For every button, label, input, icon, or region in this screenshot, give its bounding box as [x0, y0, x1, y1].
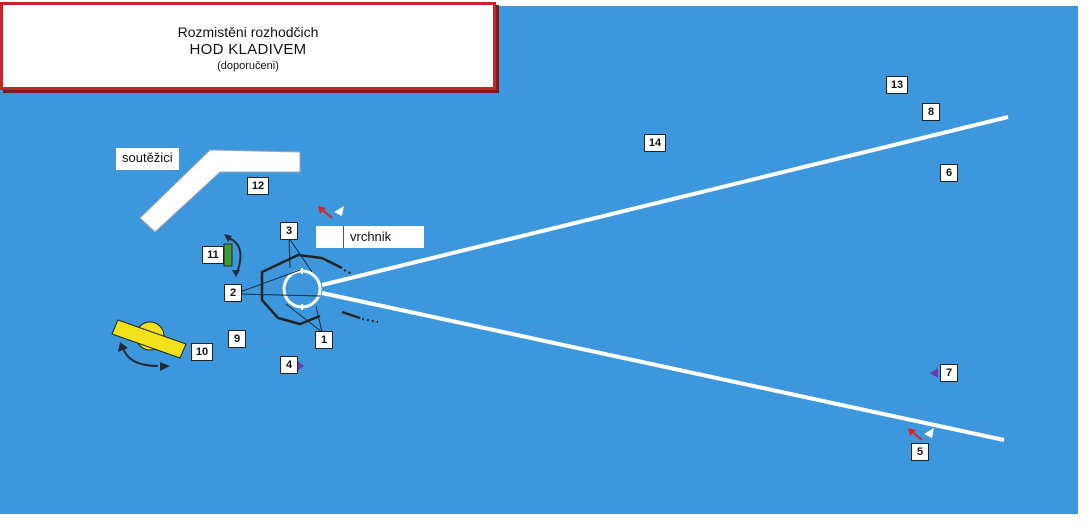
referee-flag-icon	[318, 206, 344, 219]
cage-extension-upper	[321, 256, 343, 270]
arrowhead-icon	[224, 234, 232, 242]
green-marker	[223, 243, 233, 267]
title-line-3: (doporučeni)	[217, 60, 279, 72]
judge-position-3: 3	[280, 222, 298, 240]
chief-judge-box	[316, 226, 344, 248]
sightline-judge-2-lower	[239, 293, 321, 297]
judge-position-9: 9	[228, 330, 246, 348]
competitors-label: soutěžici	[116, 148, 179, 170]
judge-position-7: 7	[940, 364, 958, 382]
judge-position-2: 2	[224, 284, 242, 302]
arrowhead-icon	[160, 362, 170, 371]
judge-position-8: 8	[922, 103, 940, 121]
judge-position-4: 4	[280, 356, 298, 374]
judge-position-1: 1	[315, 331, 333, 349]
referee-flag-icon	[908, 428, 934, 441]
title-line-1: Rozmistěni rozhodčich	[177, 24, 319, 40]
sector-line-lower	[321, 291, 1005, 442]
judge-position-11: 11	[202, 246, 224, 264]
arrowhead-icon	[118, 342, 128, 352]
sightline-judge-1-right	[315, 305, 323, 333]
sightline-judge-3-left	[288, 237, 291, 269]
title-line-2: HOD KLADIVEM	[189, 41, 307, 58]
direction-triangle-icon	[296, 360, 304, 372]
throwing-cage	[260, 253, 323, 326]
sightline-judge-3-right	[288, 237, 313, 273]
cage-extension-lower	[341, 310, 361, 320]
judge-position-12: 12	[247, 177, 269, 195]
cage-dash-upper	[343, 269, 353, 275]
competitors-area	[139, 149, 301, 233]
title-box: Rozmistěni rozhodčich HOD KLADIVEM (dopo…	[0, 2, 496, 90]
judge-position-5: 5	[911, 443, 929, 461]
judge-position-10: 10	[191, 343, 213, 361]
judge-position-14: 14	[644, 134, 666, 152]
yellow-device-bar	[111, 319, 187, 359]
judge-position-6: 6	[940, 164, 958, 182]
sector-line-upper	[321, 115, 1009, 287]
direction-triangle-icon	[930, 368, 938, 378]
judge-position-13: 13	[886, 76, 908, 94]
sightline-judge-1-left	[285, 303, 323, 333]
sightline-judge-2-upper	[239, 269, 301, 293]
rotation-arrow-icon	[227, 237, 242, 271]
chief-judge-label: vrchnik	[344, 226, 424, 248]
arrowhead-icon	[232, 270, 240, 277]
